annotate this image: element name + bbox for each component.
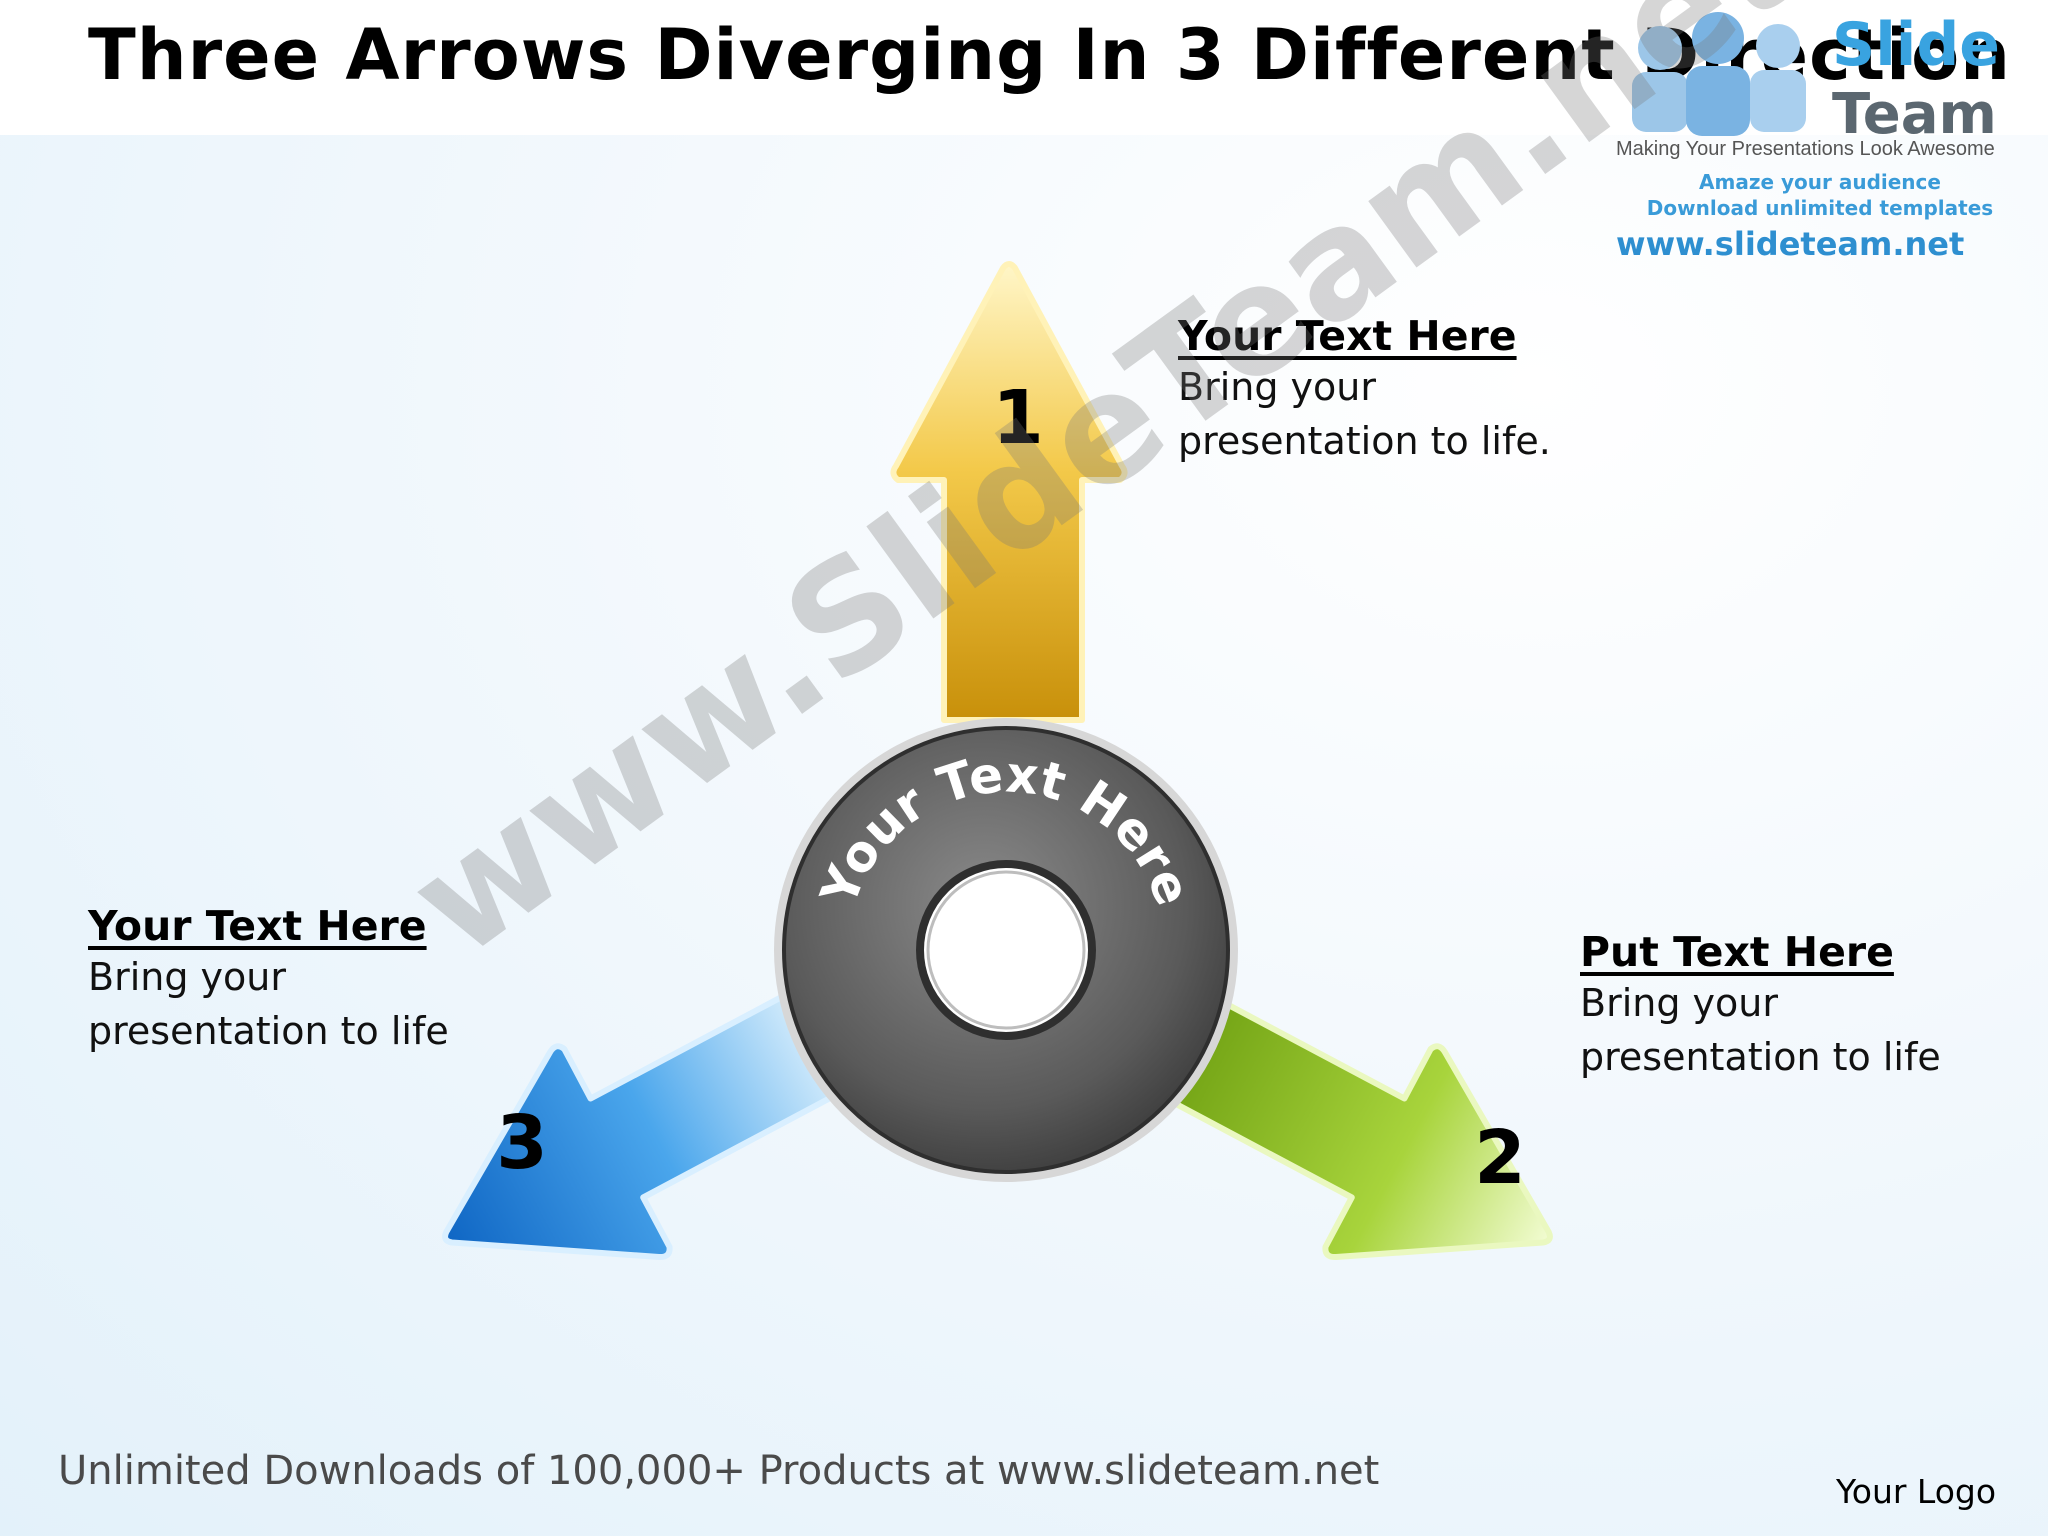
brand-name-team: Team — [1832, 82, 1997, 147]
brand-promo-2: Download unlimited templates — [1646, 196, 1994, 220]
people-icon — [1632, 12, 1806, 136]
label-2-body-line1: Bring your — [1580, 981, 1778, 1025]
label-2-heading: Put Text Here — [1580, 928, 1894, 976]
label-3-body-line2: presentation to life — [88, 1009, 449, 1053]
label-1-body-line2: presentation to life. — [1178, 419, 1551, 463]
label-3-heading: Your Text Here — [88, 902, 427, 950]
brand-url: www.slideteam.net — [1616, 225, 1965, 263]
label-3-body-line1: Bring your — [88, 955, 286, 999]
label-arrow-1: Your Text Here Bring your presentation t… — [1178, 312, 1551, 468]
arrow-1-number: 1 — [992, 375, 1044, 461]
label-1-heading: Your Text Here — [1178, 312, 1517, 360]
label-arrow-2: Put Text Here Bring your presentation to… — [1580, 928, 1941, 1084]
arrow-2 — [1145, 987, 1553, 1260]
brand-name-slide: Slide — [1832, 10, 2000, 80]
arrow-1 — [890, 261, 1128, 723]
arrow-3-number: 3 — [496, 1100, 548, 1186]
label-arrow-3: Your Text Here Bring your presentation t… — [88, 902, 449, 1058]
label-2-body-line2: presentation to life — [1580, 1035, 1941, 1079]
arrow-3 — [442, 987, 850, 1260]
brand-tagline: Making Your Presentations Look Awesome — [1616, 138, 1995, 160]
logo-placeholder: Your Logo — [1836, 1472, 1997, 1511]
arrow-2-number: 2 — [1474, 1115, 1526, 1201]
slideteam-logo: Slide Team Making Your Presentations Loo… — [1610, 10, 2040, 270]
brand-promo-1: Amaze your audience — [1699, 170, 1941, 194]
center-ring: Your Text Here — [774, 718, 1238, 1182]
footer-text: Unlimited Downloads of 100,000+ Products… — [58, 1448, 1380, 1494]
label-1-body-line1: Bring your — [1178, 365, 1376, 409]
